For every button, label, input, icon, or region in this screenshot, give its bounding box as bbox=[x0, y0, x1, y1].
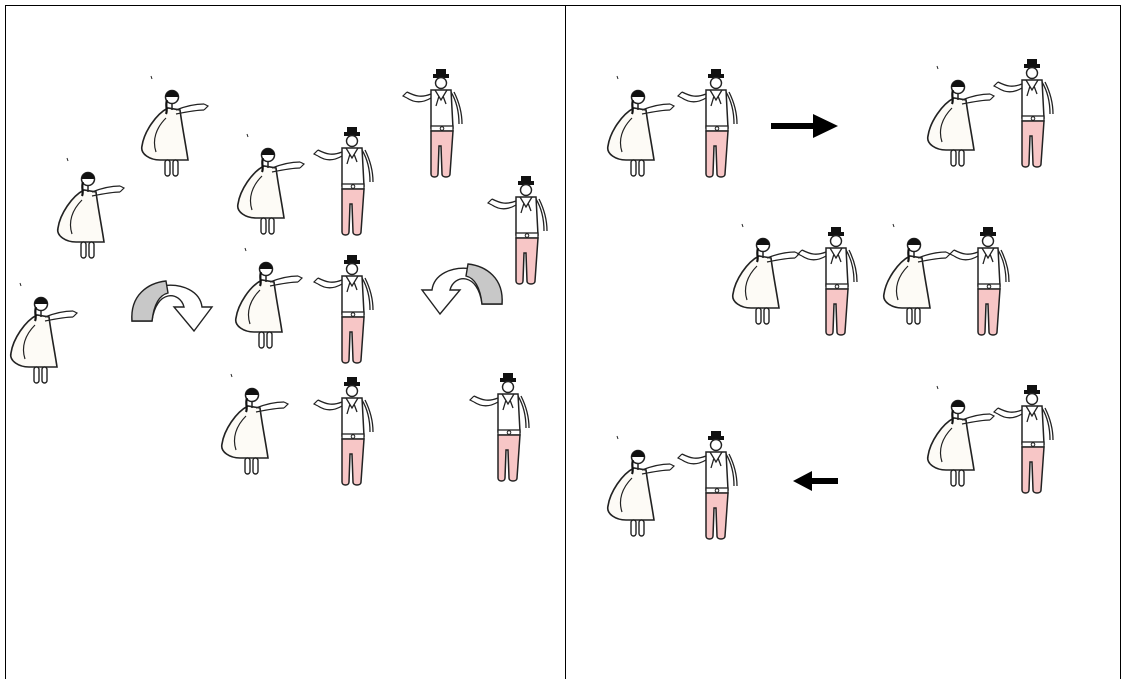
man-dancer-icon bbox=[314, 377, 373, 485]
woman-dancer-icon bbox=[608, 436, 674, 536]
panel-right bbox=[608, 59, 1053, 539]
man-dancer-icon bbox=[314, 127, 373, 235]
man-dancer-icon bbox=[678, 431, 737, 539]
man-dancer-icon bbox=[403, 69, 462, 177]
straight-arrow-icon bbox=[771, 114, 838, 138]
woman-dancer-icon bbox=[733, 224, 799, 324]
man-dancer-icon bbox=[798, 227, 857, 335]
woman-dancer-icon bbox=[236, 248, 302, 348]
woman-dancer-icon bbox=[928, 66, 994, 166]
woman-dancer-icon bbox=[142, 76, 208, 176]
curved-turn-arrow-icon bbox=[422, 264, 502, 314]
woman-dancer-icon bbox=[608, 76, 674, 176]
panel-left bbox=[11, 69, 547, 485]
man-dancer-icon bbox=[678, 69, 737, 177]
woman-dancer-icon bbox=[928, 386, 994, 486]
curved-turn-arrow-icon bbox=[132, 281, 212, 331]
man-dancer-icon bbox=[314, 255, 373, 363]
woman-dancer-icon bbox=[11, 283, 77, 383]
straight-arrow-icon bbox=[793, 471, 838, 491]
woman-dancer-icon bbox=[58, 158, 124, 258]
man-dancer-icon bbox=[488, 176, 547, 284]
man-dancer-icon bbox=[994, 385, 1053, 493]
man-dancer-icon bbox=[950, 227, 1009, 335]
woman-dancer-icon bbox=[238, 134, 304, 234]
man-dancer-icon bbox=[994, 59, 1053, 167]
woman-dancer-icon bbox=[884, 224, 950, 324]
woman-dancer-icon bbox=[222, 374, 288, 474]
man-dancer-icon bbox=[470, 373, 529, 481]
